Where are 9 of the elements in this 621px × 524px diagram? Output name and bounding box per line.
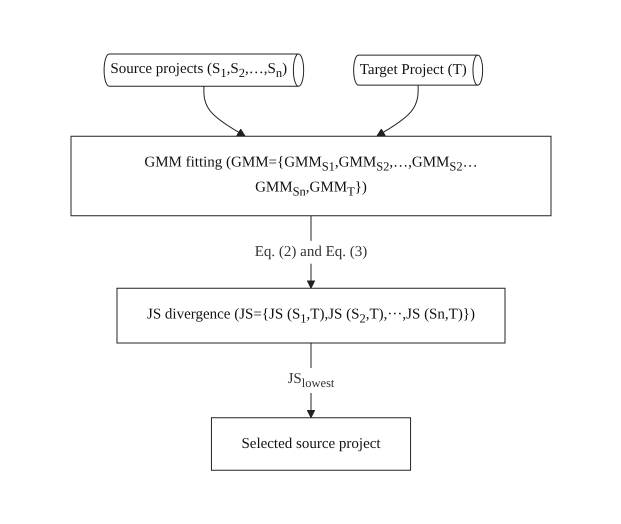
node-box: Selected source project [210,417,411,471]
node-text: Source projects (S$_{1}$,S$_{2}$,…,S$_{n}$) [110,60,287,80]
arrow [202,86,246,137]
edge-label: Eq. (2) and Eq. (3) [254,244,367,260]
node-text: Target Project (T) [359,62,466,78]
node-box: JS divergence (JS={JS (S$_{1}$,T),JS (S$_{2}$,T),···,JS (Sn,T)}) [116,288,505,344]
edge-label: JS$_{lowest}$ [287,370,334,390]
node-box: GMM fitting (GMM={GMM$_{S1}$,GMM$_{S2}$,…,GMM$_{S2}$…GMM$_{Sn}$,GMM$_{T}$}) [70,136,551,216]
arrow [376,84,418,137]
